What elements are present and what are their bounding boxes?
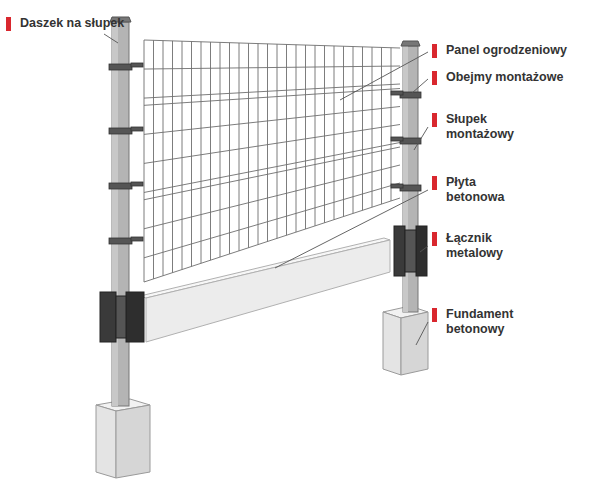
mesh-wire — [144, 66, 400, 69]
part-label: Panel ogrodzeniowy — [446, 43, 567, 58]
red-marker — [6, 17, 11, 31]
mesh-wire — [172, 41, 173, 273]
mesh-wire — [229, 43, 230, 254]
part-label: Łącznik metalowy — [446, 231, 526, 261]
mesh-wire — [353, 47, 354, 214]
mesh-wire — [144, 198, 400, 282]
red-marker — [432, 44, 437, 58]
mesh-wire — [144, 147, 400, 200]
red-marker — [432, 308, 437, 322]
part-label: Daszek na słupek — [20, 16, 124, 31]
mesh-wire — [191, 41, 192, 266]
red-marker — [432, 232, 437, 246]
concrete-plank — [140, 238, 390, 342]
part-label: Obejmy montażowe — [446, 70, 563, 85]
left-post — [110, 17, 131, 406]
red-marker — [432, 176, 437, 190]
mesh-wire — [334, 46, 335, 220]
mesh-wire — [381, 47, 382, 204]
mesh-wire — [372, 47, 373, 207]
mesh-wire — [248, 43, 249, 247]
part-label: Słupek montażowy — [446, 112, 536, 142]
mesh-wire — [201, 42, 202, 264]
mesh-wire — [277, 44, 278, 238]
mesh-wire — [210, 42, 211, 260]
mesh-wire — [220, 42, 221, 257]
red-marker — [432, 71, 437, 85]
mesh-wire — [144, 89, 400, 106]
mesh-wire — [258, 44, 259, 245]
mesh-wire — [144, 125, 400, 164]
mesh-wire — [144, 183, 400, 258]
fence-panel — [144, 40, 400, 282]
leader-lines — [104, 34, 428, 345]
mesh-wire — [305, 45, 306, 229]
mesh-wire — [144, 143, 400, 193]
left-foundation — [96, 399, 150, 478]
metal-connectors — [100, 226, 427, 342]
part-label: Fundament betonowy — [446, 307, 526, 337]
mesh-wire — [315, 45, 316, 226]
right-foundation — [383, 306, 428, 375]
mesh-wire — [163, 41, 164, 276]
mesh-wire — [362, 47, 363, 210]
part-label: Płyta betonowa — [446, 175, 526, 205]
mesh-wire — [144, 40, 145, 282]
red-marker — [432, 113, 437, 127]
mesh-wire — [144, 40, 400, 48]
mesh-wire — [153, 40, 154, 279]
mesh-wire — [296, 45, 297, 232]
mesh-wire — [144, 165, 400, 229]
mesh-wire — [391, 48, 392, 201]
mesh-wire — [267, 44, 268, 242]
mesh-wire — [239, 43, 240, 251]
mesh-wire — [182, 41, 183, 269]
mesh-wire — [324, 46, 325, 223]
mounting-clamps — [109, 63, 421, 244]
mesh-wire — [343, 46, 344, 216]
mesh-wire — [286, 44, 287, 235]
